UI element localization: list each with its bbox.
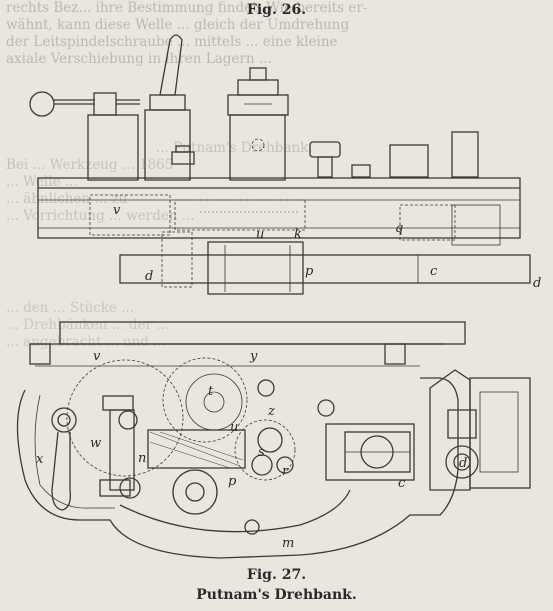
label-x: x: [36, 452, 44, 467]
knob-right: [309, 141, 341, 178]
label-z: z: [267, 404, 275, 419]
label-s: s: [258, 445, 265, 460]
bleed-line: der Leitspindelschraube ... mittels ... …: [6, 34, 338, 50]
label-c: c: [398, 476, 406, 491]
bolt-right: [351, 131, 479, 178]
bleed-line: ... angebracht ... und ...: [6, 334, 167, 350]
label-u: u: [256, 227, 264, 242]
label-d: d: [459, 456, 467, 471]
bracket-post: [144, 109, 191, 181]
figure-26-drawing: v u k q d p c d: [29, 34, 541, 295]
label-v: v: [93, 349, 101, 364]
label-v: v: [113, 203, 121, 218]
bleed-through-text-low: ... den ... Stücke ... ... Drehbänken ..…: [0, 300, 553, 420]
tool-post-top: [227, 67, 289, 181]
figure-27-drawing: v y t z x w n u s r p c d m: [16, 321, 531, 559]
nut-small: [171, 145, 195, 165]
chuck-block-c: [325, 423, 415, 481]
label-k: k: [294, 227, 302, 242]
bleed-line: ... Vorrichtung ... werden ...: [6, 208, 195, 224]
top-plate: [29, 321, 466, 365]
label-t: t: [208, 384, 214, 399]
bleed-line: Bei ... Werkzeug ... 1865: [6, 157, 174, 173]
label-m: m: [282, 536, 294, 551]
label-d-left: d: [145, 269, 153, 284]
end-housing-right: [429, 369, 531, 491]
label-c: c: [430, 264, 438, 279]
lead-screw-shaft: [119, 231, 531, 295]
label-q: q: [395, 221, 403, 236]
label-p: p: [228, 474, 237, 489]
label-w: w: [90, 436, 101, 451]
crank-lever-top: [149, 34, 186, 111]
figure-26-caption: Fig. 26.: [246, 2, 307, 18]
lever-w: [99, 395, 141, 499]
slide-block-u: [147, 429, 246, 469]
label-r: r: [282, 464, 289, 479]
bleed-line: axiale Verschiebung in ihren Lagern ...: [6, 51, 272, 67]
bottom-arc-m: [119, 489, 351, 535]
figure-27-caption: Fig. 27.: [246, 567, 307, 583]
bleed-line: rechts Bez... ihre Bestimmung findet. Wi…: [6, 0, 368, 16]
bleed-line: ... den ... Stücke ...: [6, 300, 135, 316]
figure-27-title: Putnam's Drehbank.: [196, 587, 357, 603]
gear-large: [66, 357, 296, 481]
main-bed: [37, 177, 521, 246]
label-d-right: d: [533, 276, 541, 291]
label-n: n: [138, 451, 146, 466]
bleed-line: ... Drehbänken ... der ...: [6, 317, 170, 333]
label-u: u: [230, 420, 238, 435]
handle-lever-left: [51, 407, 77, 511]
crank-handle-left: [29, 91, 140, 117]
label-p: p: [305, 264, 314, 279]
bracket-post: [87, 114, 139, 181]
bleed-line: ... Putnam's Drehbank.: [156, 140, 313, 156]
gears-right: [172, 379, 335, 515]
bleed-through-text-top: rechts Bez... ihre Bestimmung findet. Wi…: [0, 0, 553, 70]
label-y: y: [249, 349, 258, 364]
bleed-line: wähnt, kann diese Welle ... gleich der U…: [6, 17, 350, 33]
